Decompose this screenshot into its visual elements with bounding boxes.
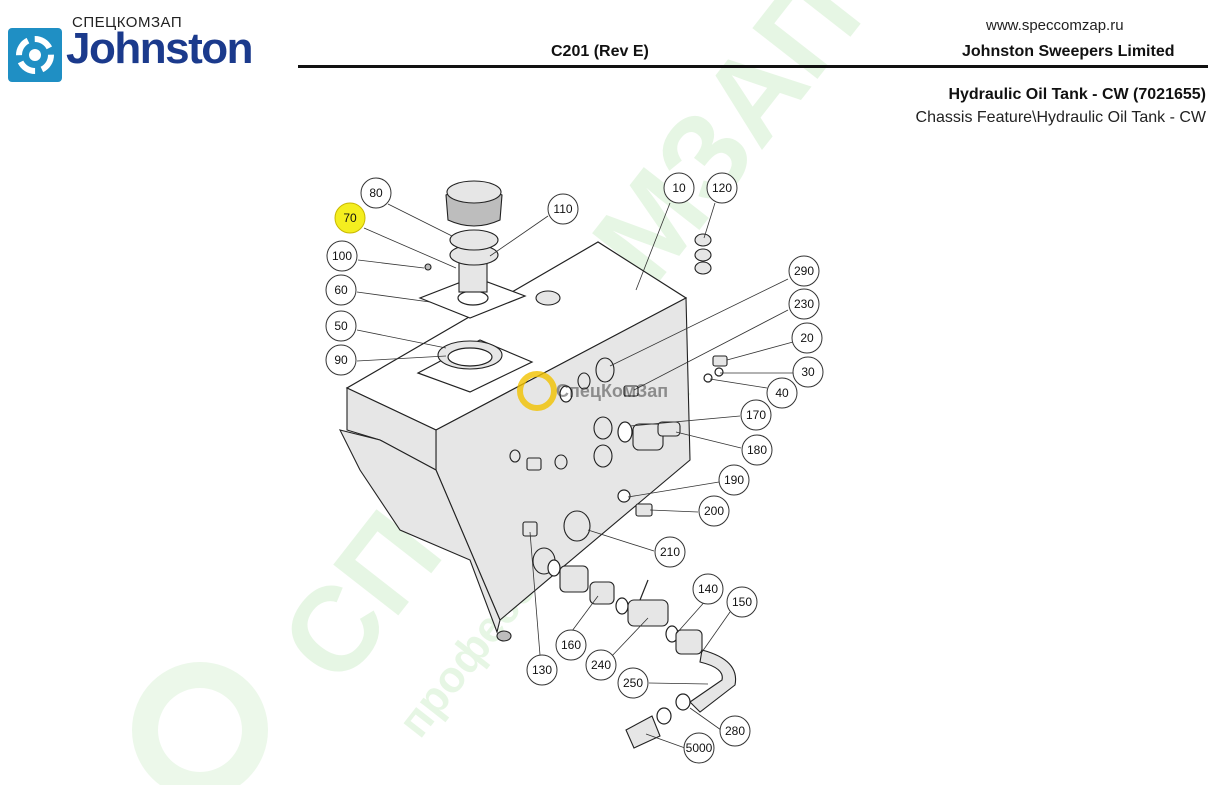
- svg-text:280: 280: [725, 724, 745, 738]
- svg-text:СпецКомЗап: СпецКомЗап: [556, 381, 668, 401]
- callout-170[interactable]: 170: [740, 399, 772, 431]
- callout-20[interactable]: 20: [791, 322, 823, 354]
- callout-210[interactable]: 210: [654, 536, 686, 568]
- svg-text:50: 50: [334, 319, 348, 333]
- callout-30[interactable]: 30: [792, 356, 824, 388]
- svg-text:290: 290: [794, 264, 814, 278]
- callout-90[interactable]: 90: [325, 344, 357, 376]
- svg-text:120: 120: [712, 181, 732, 195]
- svg-text:70: 70: [343, 211, 357, 225]
- svg-text:230: 230: [794, 297, 814, 311]
- callout-balloons: 80 70 110 10 120 100 60 50 90 290 230 20…: [325, 172, 824, 764]
- callout-120[interactable]: 120: [706, 172, 738, 204]
- svg-text:190: 190: [724, 473, 744, 487]
- svg-text:30: 30: [801, 365, 815, 379]
- part-title: Hydraulic Oil Tank - CW (7021655): [948, 86, 1206, 103]
- callout-150[interactable]: 150: [726, 586, 758, 618]
- svg-text:200: 200: [704, 504, 724, 518]
- part-path: Chassis Feature\Hydraulic Oil Tank - CW: [915, 109, 1206, 126]
- callout-100[interactable]: 100: [326, 240, 358, 272]
- brand-name: Johnston: [66, 24, 253, 73]
- callout-10[interactable]: 10: [663, 172, 695, 204]
- svg-text:10: 10: [672, 181, 686, 195]
- svg-text:100: 100: [332, 249, 352, 263]
- callout-50[interactable]: 50: [325, 310, 357, 342]
- callout-5000[interactable]: 5000: [683, 732, 715, 764]
- callout-110[interactable]: 110: [547, 193, 579, 225]
- hydraulic-tank-drawing: [338, 180, 737, 749]
- svg-text:90: 90: [334, 353, 348, 367]
- website-link[interactable]: www.speccomzap.ru: [986, 17, 1124, 34]
- svg-text:110: 110: [553, 202, 572, 216]
- svg-text:60: 60: [334, 283, 348, 297]
- johnston-logo-icon: [8, 28, 62, 82]
- callout-80[interactable]: 80: [360, 177, 392, 209]
- svg-text:5000: 5000: [686, 741, 713, 755]
- callout-130[interactable]: 130: [526, 654, 558, 686]
- svg-text:130: 130: [532, 663, 552, 677]
- svg-text:140: 140: [698, 582, 718, 596]
- callout-40[interactable]: 40: [766, 377, 798, 409]
- speccomzap-watermark-logo: СпецКомЗап: [517, 371, 668, 411]
- svg-text:150: 150: [732, 595, 752, 609]
- callout-250[interactable]: 250: [617, 667, 649, 699]
- svg-text:180: 180: [747, 443, 767, 457]
- callout-70[interactable]: 70: [334, 202, 366, 234]
- callout-160[interactable]: 160: [555, 629, 587, 661]
- svg-text:40: 40: [775, 386, 789, 400]
- svg-text:80: 80: [369, 186, 383, 200]
- callout-280[interactable]: 280: [719, 715, 751, 747]
- document-code: C201 (Rev E): [551, 43, 649, 60]
- svg-text:250: 250: [623, 676, 643, 690]
- callout-190[interactable]: 190: [718, 464, 750, 496]
- callout-200[interactable]: 200: [698, 495, 730, 527]
- leader-lines: [356, 202, 794, 749]
- company-name: Johnston Sweepers Limited: [962, 43, 1175, 60]
- callout-240[interactable]: 240: [585, 649, 617, 681]
- svg-text:240: 240: [591, 658, 611, 672]
- callout-60[interactable]: 60: [325, 274, 357, 306]
- callout-230[interactable]: 230: [788, 288, 820, 320]
- svg-text:160: 160: [561, 638, 581, 652]
- svg-text:20: 20: [800, 331, 814, 345]
- brand-ru-text: СПЕЦКОМЗАП: [72, 14, 183, 31]
- svg-text:170: 170: [746, 408, 766, 422]
- svg-text:210: 210: [660, 545, 680, 559]
- header-divider: [298, 65, 1208, 68]
- callout-140[interactable]: 140: [692, 573, 724, 605]
- callout-180[interactable]: 180: [741, 434, 773, 466]
- callout-290[interactable]: 290: [788, 255, 820, 287]
